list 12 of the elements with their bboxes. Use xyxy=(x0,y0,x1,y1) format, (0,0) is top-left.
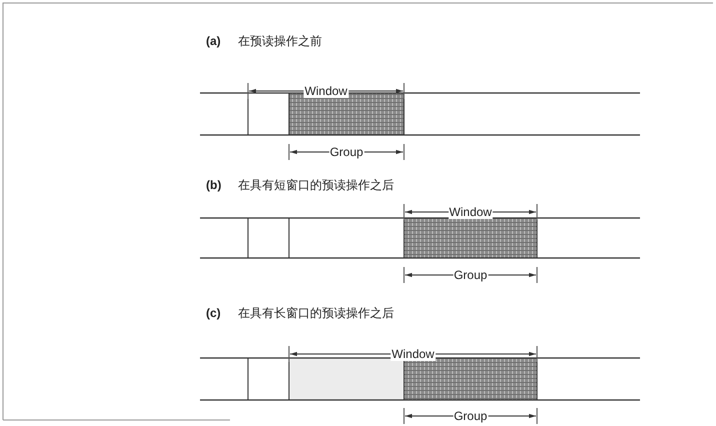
panel-heading: 在预读操作之前 xyxy=(238,34,322,48)
dimension-label: Group xyxy=(328,145,364,159)
dimension-label: Window xyxy=(448,205,493,219)
dimension-label: Window xyxy=(304,84,348,98)
panel-heading: 在具有短窗口的预读操作之后 xyxy=(238,178,394,192)
panel-label: (a) xyxy=(206,34,221,48)
dimension-label: Group xyxy=(452,409,488,423)
dimension-label: Group xyxy=(452,268,488,282)
panel-label: (b) xyxy=(206,178,222,192)
panel-label: (c) xyxy=(206,306,221,320)
panel-heading: 在具有长窗口的预读操作之后 xyxy=(238,306,394,320)
dimension-label: Window xyxy=(390,347,436,361)
